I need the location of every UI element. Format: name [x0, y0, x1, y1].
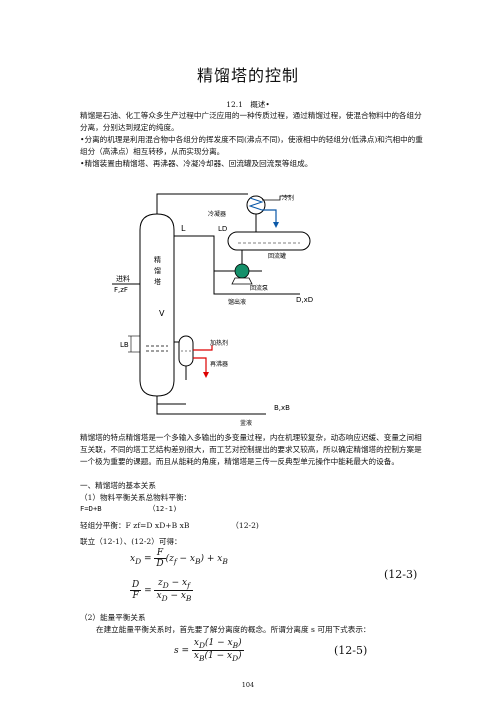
page-number: 104 — [241, 681, 255, 689]
equation-12-3-number: (12-3) — [384, 568, 418, 581]
equation-12-5-number: (12-5) — [334, 644, 368, 657]
LD-label: LD — [218, 225, 227, 233]
bullet-separation-mechanism: •分离的机理是利用混合物中各组分的挥发度不同(沸点不同)，使液相中的轻组分(低沸… — [80, 135, 423, 156]
LB-label: LB — [120, 341, 129, 349]
column-shell — [139, 213, 175, 397]
column-characteristics-paragraph: 精馏塔的特点精馏塔是一个多输入多输出的多变量过程，内在机理较复杂，动态响应迟缓、… — [80, 433, 422, 466]
heading-material-balance: （1）物料平衡关系总物料平衡： — [80, 493, 192, 502]
feed-label: 进料 — [116, 274, 130, 283]
separation-degree-paragraph: 在建立能量平衡关系时，首先要了解分离度的概念。所谓分离度 s 可用下式表示： — [96, 625, 371, 634]
feed-vars: F,zF — [114, 286, 128, 294]
vapor-V-label: V — [159, 309, 165, 318]
equation-12-2: 轻组分平衡：F zf=D xD+B xB （12-2) — [80, 521, 259, 530]
heating-medium-label: 加热剂 — [210, 339, 228, 347]
equation-12-3-intro: 联立（12-1）、(12-2）可得： — [80, 537, 182, 546]
equation-12-1: F=D+B （12-1) — [80, 504, 178, 513]
intro-paragraph: 精馏是石油、化工等众多生产过程中广泛应用的一种传质过程，通过精馏过程，使混合物料… — [80, 111, 422, 132]
heading-basic-relations: 一、精馏塔的基本关系 — [80, 481, 156, 490]
bottoms-vars: B,xB — [274, 404, 290, 412]
condenser-label: 冷凝器 — [208, 210, 226, 218]
equation-12-5: s = xD(1 − xB)xB(1 − xD) — [174, 638, 244, 663]
distillate-vars: D,xD — [296, 296, 313, 304]
section-heading: 12.1 概述• — [226, 100, 270, 109]
column-label-1: 精 — [154, 255, 161, 264]
reflux-pump — [234, 263, 250, 279]
reflux-drum-label: 回流罐 — [268, 252, 286, 260]
bottoms-label: 釜液 — [240, 419, 252, 427]
condenser — [246, 195, 266, 215]
reflux-pump-label: 回流泵 — [250, 284, 268, 292]
reboiler-label: 再沸器 — [210, 360, 228, 368]
column-label-2: 馏 — [154, 266, 161, 275]
reflux-drum — [227, 231, 311, 251]
bullet-equipment: •精馏装置由精馏塔、再沸器、冷凝冷却器、回流罐及回流泵等组成。 — [80, 159, 313, 168]
heading-energy-balance: （2）能量平衡关系 — [80, 613, 146, 622]
column-label-3: 塔 — [154, 277, 161, 286]
reflux-L-label: L — [181, 224, 186, 233]
coolant-label: 冷剂 — [282, 194, 294, 202]
distillate-label: 馏出液 — [228, 298, 246, 306]
page-title: 精馏塔的控制 — [196, 66, 299, 85]
